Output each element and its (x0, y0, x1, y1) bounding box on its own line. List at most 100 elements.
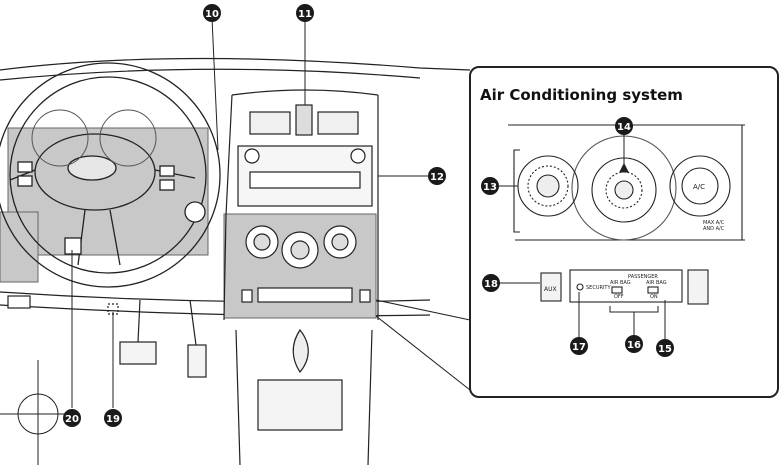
callout-15-badge (656, 339, 674, 357)
steering-wheel-rim-outer (0, 62, 221, 288)
ac-knob-ac-caption-1: MAX A/C (703, 220, 725, 226)
leader-16-bracket (609, 306, 659, 336)
console-knob-left-inner (253, 233, 271, 251)
gauge-right (99, 109, 157, 167)
callout-badges: 10 11 12 13 14 15 16 17 18 19 20 (63, 4, 674, 427)
ignition-knob (184, 201, 206, 223)
ac-security-led (576, 283, 584, 291)
callout-10-label: 10 (205, 9, 219, 20)
pedal-arm-left (137, 299, 141, 343)
callout-16-badge (625, 335, 643, 353)
hazard-switch (295, 104, 313, 136)
callout-17-badge (570, 337, 588, 355)
ac-knob-temp-pointer (619, 162, 629, 173)
ac-knob-ac-caption-2: AND A/C (703, 226, 725, 232)
steering-logo (67, 155, 117, 181)
ac-airbag-off-indicator (611, 286, 623, 294)
ac-lower-strip-frame (569, 269, 683, 303)
dash-top-line-2 (0, 68, 421, 81)
ac-airbag-on-label-2: ON (650, 294, 658, 300)
panel-leaders (498, 134, 666, 340)
vent-left (249, 111, 291, 135)
zoom-line-bottom (375, 315, 471, 391)
vent-right (317, 111, 359, 135)
shifter-base (257, 379, 343, 431)
callout-11-label: 11 (298, 9, 312, 20)
steering-switch-left-1 (17, 161, 33, 173)
ac-knob-ac-label: A/C (693, 183, 705, 191)
callout-15-label: 15 (658, 344, 672, 355)
ac-knob-ac-outer (669, 155, 731, 217)
ac-knob-mode (517, 155, 579, 217)
steering-switch-right-2 (159, 179, 175, 191)
ac-knob-temp (591, 157, 657, 223)
ac-knob-mode-middle (527, 165, 569, 207)
console-switch-row (257, 287, 353, 303)
ac-aux-jack (540, 272, 562, 302)
ac-airbag-off-label-2: OFF (614, 294, 624, 300)
center-stack-outline-left (223, 94, 233, 321)
console-switch-left (241, 289, 253, 303)
accelerator-pedal (187, 344, 207, 378)
console-switch-right (359, 289, 371, 303)
callout-20-badge (63, 409, 81, 427)
callout-12-label: 12 (430, 172, 444, 183)
console-knob-right-inner (331, 233, 349, 251)
gauge-cluster (31, 109, 157, 167)
callout-18-label: 18 (484, 279, 498, 290)
callout-12-badge (428, 167, 446, 185)
callout-11-badge (296, 4, 314, 22)
callout-18-badge (482, 274, 500, 292)
lower-console-left (235, 329, 241, 465)
gauge-left (31, 109, 89, 167)
radio-knob-left (244, 148, 260, 164)
ac-lower-strip (540, 269, 709, 305)
ac-panel: Air Conditioning system A/C MA (469, 66, 779, 398)
pedal-arm-right (189, 299, 197, 346)
ac-knob-temp-center (614, 180, 634, 200)
ac-airbag-off-label-1: AIR BAG (610, 280, 631, 286)
console-knob-center-inner (290, 240, 310, 260)
steering-switch-right-1 (159, 165, 175, 177)
left-lower-highlight (0, 211, 39, 283)
radio-knob-right (350, 148, 366, 164)
dash-top-line (0, 57, 471, 71)
callout-19-badge (104, 409, 122, 427)
center-stack (223, 89, 379, 465)
ac-passenger-label: PASSENGER (628, 274, 658, 280)
callout-10-badge (203, 4, 221, 22)
ac-airbag-on-indicator (647, 286, 659, 294)
leader-10 (211, 17, 219, 151)
radio-display (249, 171, 361, 189)
steering-wheel-rim-inner (9, 76, 207, 274)
callout-14-label: 14 (617, 122, 631, 133)
steering-switch-left-2 (17, 175, 33, 187)
steering-hub (34, 133, 156, 211)
ac-rear-defog (687, 269, 709, 305)
callout-19-label: 19 (106, 414, 120, 425)
ac-airbag-on-label-1: AIR BAG (646, 280, 667, 286)
callout-20-label: 20 (65, 414, 79, 425)
fuel-lid-opener (7, 295, 31, 309)
ac-knob-ac (669, 155, 731, 217)
steering-wheel (0, 62, 221, 288)
brake-pedal (119, 341, 157, 365)
lower-console-right (367, 329, 373, 465)
callout-13-badge (481, 177, 499, 195)
ac-aux-label: AUX (544, 286, 557, 293)
ac-panel-title: Air Conditioning system (480, 86, 683, 104)
callout-14-badge (615, 117, 633, 135)
shift-lever (292, 328, 309, 374)
callout-16-label: 16 (627, 340, 641, 351)
callout-13-label: 13 (483, 182, 497, 193)
ac-knob-ac-inner (681, 167, 719, 205)
steering-wheel-highlight (7, 127, 209, 256)
registration-mark (0, 360, 78, 465)
dashboard-leaders (71, 17, 471, 408)
steering-column-switch (64, 237, 82, 255)
pedals (7, 295, 207, 378)
ac-knob-mode-center (536, 174, 560, 198)
zoom-line-top (375, 299, 471, 321)
ac-panel-frame (469, 66, 779, 398)
